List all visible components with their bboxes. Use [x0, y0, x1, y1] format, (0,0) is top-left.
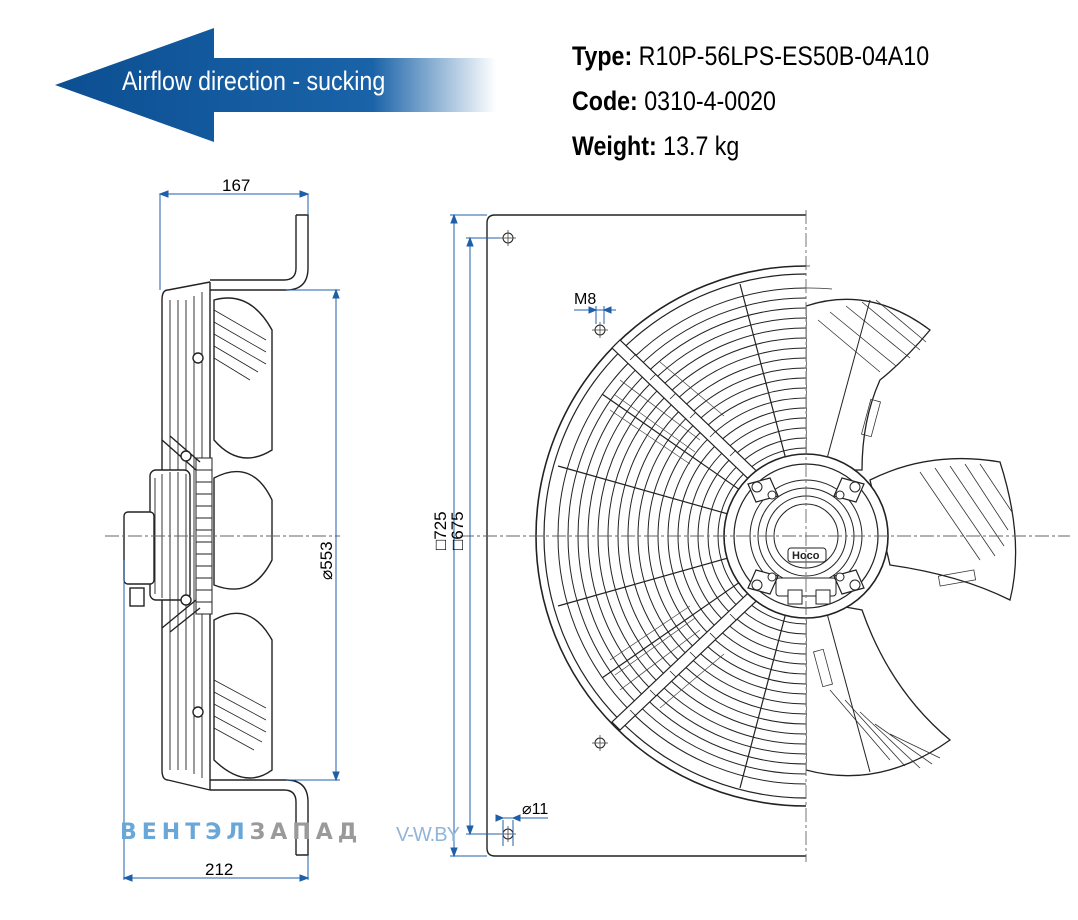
- front-view: Hoco: [460, 210, 1070, 862]
- dim-depth: 167: [222, 176, 250, 195]
- logo-plate: [787, 547, 827, 563]
- side-view: [123, 214, 309, 856]
- dim-overall-depth: 212: [205, 860, 233, 879]
- dim-hole: ⌀11: [522, 801, 548, 818]
- dim-plate-outer: □725: [431, 511, 450, 550]
- watermark-site: V-W.BY: [396, 824, 460, 846]
- watermark-brand: ВЕНТЭЛЗАПАД: [120, 820, 363, 845]
- dim-diameter: ⌀553: [317, 541, 336, 580]
- spec-code: Code: 0310-4-0020: [572, 86, 776, 116]
- mounting-plate: [486, 214, 806, 857]
- impeller-blades: [806, 298, 1017, 777]
- spec-type: Type: R10P-56LPS-ES50B-04A10: [572, 41, 930, 71]
- dim-plate-inner: □675: [448, 511, 467, 550]
- dim-thread: M8: [574, 291, 596, 308]
- spec-weight: Weight: 13.7 kg: [572, 131, 740, 161]
- front-dimensions: [450, 213, 616, 858]
- side-dimensions: [122, 190, 340, 882]
- airflow-label: Airflow direction - sucking: [122, 66, 386, 96]
- spec-block: Type: R10P-56LPS-ES50B-04A10 Code: 0310-…: [572, 34, 929, 169]
- airflow-arrow-shape: [55, 28, 496, 142]
